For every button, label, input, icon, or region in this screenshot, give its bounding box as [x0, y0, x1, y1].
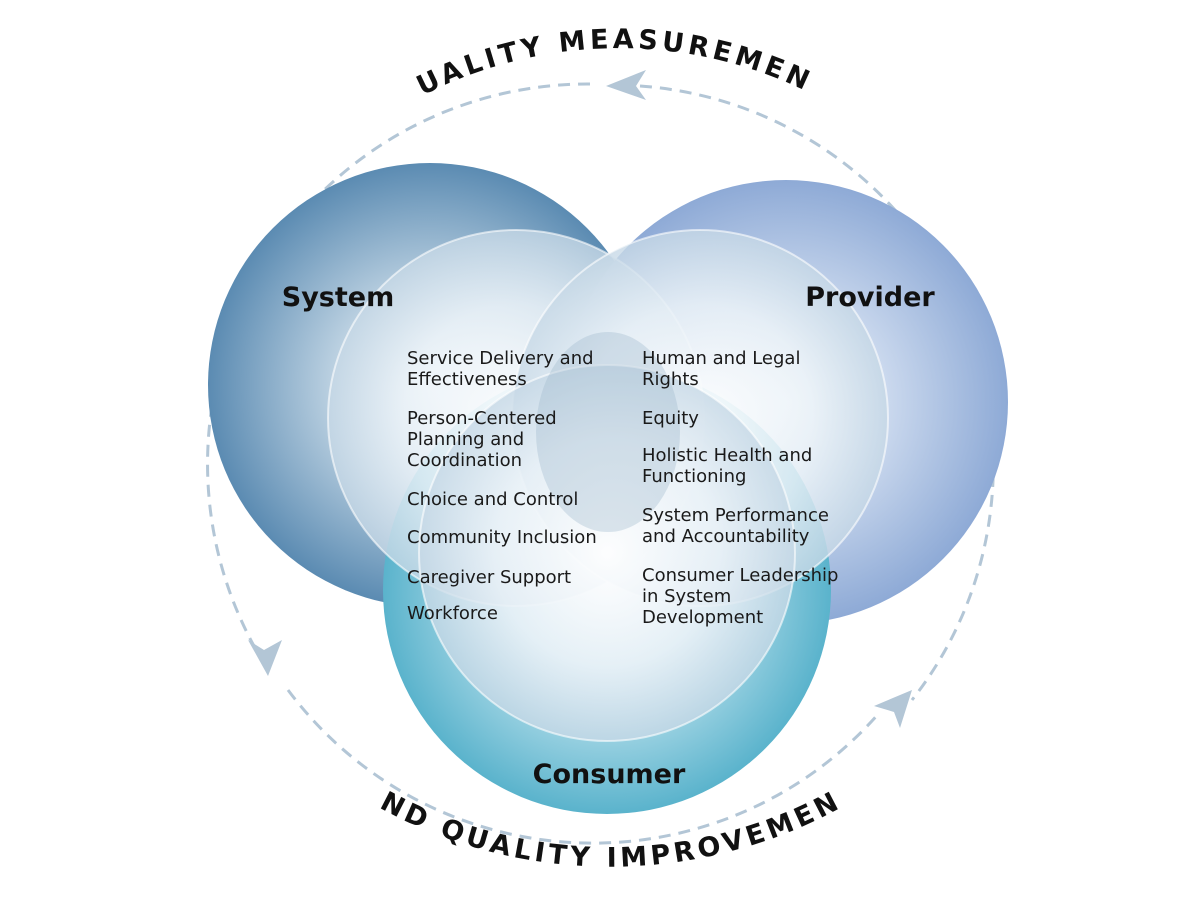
domain-item-line: Equity	[642, 408, 699, 429]
inner-bottom-circle	[418, 364, 796, 742]
domain-item-line: Workforce	[407, 603, 498, 624]
arrow-head-left-icon	[248, 640, 282, 676]
domain-item-line: Choice and Control	[407, 489, 578, 510]
domain-item: Equity	[642, 408, 699, 429]
arrow-head-top-icon	[606, 70, 646, 100]
domain-item-line: Human and Legal	[642, 348, 800, 369]
cycle-ring-arc-bottom	[286, 689, 882, 845]
domain-item-line: Person-Centered	[407, 408, 557, 429]
cycle-label-top: QUALITY MEASUREMENT	[0, 0, 818, 102]
domain-item-line: Coordination	[407, 450, 522, 471]
domain-item-line: Service Delivery and	[407, 348, 594, 369]
center-overlap	[536, 332, 680, 532]
domain-item-line: System Performance	[642, 505, 829, 526]
domain-item-line: in System	[642, 586, 731, 607]
domain-item-line: Development	[642, 607, 763, 628]
domain-item: Choice and Control	[407, 489, 578, 510]
consumer-label: Consumer	[533, 759, 686, 790]
domain-item: Caregiver Support	[407, 567, 571, 588]
domain-item-line: Holistic Health and	[642, 445, 812, 466]
domain-item-line: Community Inclusion	[407, 527, 597, 548]
domain-item: Community Inclusion	[407, 527, 597, 548]
domain-item-line: Functioning	[642, 466, 746, 487]
domain-item-line: Consumer Leadership	[642, 565, 838, 586]
domain-item-line: Planning and	[407, 429, 524, 450]
domain-item-line: and Accountability	[642, 526, 810, 547]
provider-label: Provider	[805, 282, 935, 313]
system-label: System	[282, 282, 394, 313]
arrow-head-right-icon	[874, 690, 912, 728]
domain-item-line: Rights	[642, 369, 699, 390]
domain-item-line: Caregiver Support	[407, 567, 571, 588]
domain-item: Workforce	[407, 603, 498, 624]
domain-item-line: Effectiveness	[407, 369, 527, 390]
